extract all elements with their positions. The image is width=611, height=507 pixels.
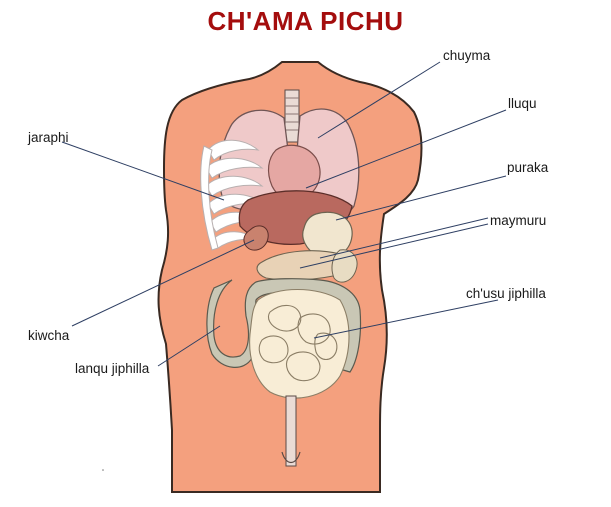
label-lluqu: lluqu xyxy=(508,96,537,111)
label-maymuru: maymuru xyxy=(490,213,547,228)
label-lanqu-jiphilla: lanqu jiphilla xyxy=(75,361,150,376)
trachea xyxy=(284,89,300,143)
leader-chusu xyxy=(313,299,499,339)
gallbladder xyxy=(243,225,269,251)
leader-chuyma xyxy=(317,61,441,139)
label-kiwcha: kiwcha xyxy=(28,328,70,343)
label-chuyma: chuyma xyxy=(443,48,491,63)
spleen xyxy=(331,249,358,283)
leader-maymuru-2 xyxy=(299,223,489,269)
leader-puraka xyxy=(335,175,507,221)
page-title: CH'AMA PICHU xyxy=(207,6,404,36)
leader-kiwcha xyxy=(71,239,255,327)
label-jaraphi: jaraphi xyxy=(28,130,69,145)
leader-jaraphi xyxy=(61,141,225,201)
leader-maymuru-1 xyxy=(319,217,489,259)
leader-lines xyxy=(61,61,507,367)
leader-lluqu xyxy=(305,109,507,189)
leader-lanqu xyxy=(157,325,221,367)
stray-dot xyxy=(102,469,104,471)
label-chusu-jiphilla: ch'usu jiphilla xyxy=(466,286,546,301)
rectum xyxy=(281,395,301,467)
label-puraka: puraka xyxy=(507,160,549,175)
small-intestine xyxy=(249,288,350,399)
